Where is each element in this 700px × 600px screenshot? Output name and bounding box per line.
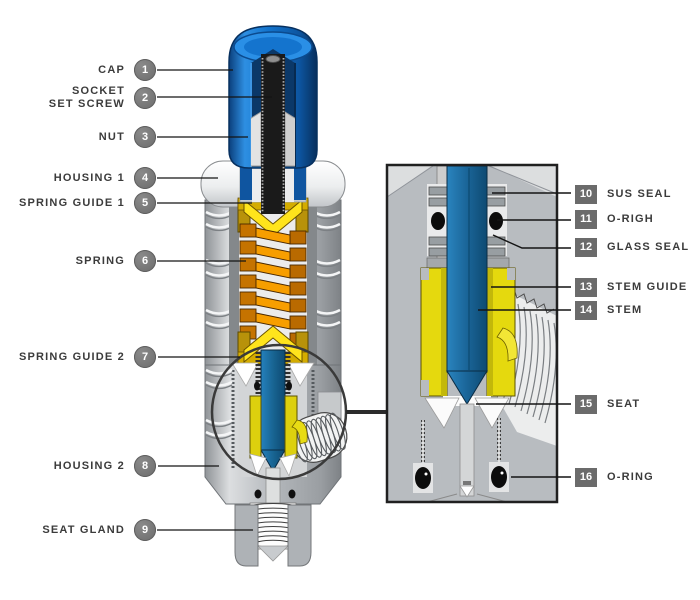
callout-stem: 14 STEM xyxy=(575,300,642,320)
socket-set-screw xyxy=(261,54,285,214)
detail-oring-upper xyxy=(431,212,445,230)
callout-o-ring: 16 O-RING xyxy=(575,467,654,487)
callout-cap-label: CAP xyxy=(98,63,125,76)
callout-number-badge-16: 16 xyxy=(575,467,597,487)
callout-o-ring-label: O-RING xyxy=(607,471,654,483)
callout-seat-gland: SEAT GLAND 9 xyxy=(42,519,156,541)
detail-view xyxy=(385,163,559,504)
leader-lines xyxy=(157,69,571,531)
callout-number-circle-2: 2 xyxy=(134,87,156,109)
callout-nut: NUT 3 xyxy=(99,126,156,148)
callout-o-righ-label: O-RIGH xyxy=(607,213,654,225)
callout-o-righ: 11 O-RIGH xyxy=(575,209,654,229)
callout-number-badge-14: 14 xyxy=(575,300,597,320)
callout-housing-2-label: HOUSING 2 xyxy=(53,459,125,472)
stem-assembly xyxy=(249,349,308,505)
callout-glass-seal: 12 GLASS SEAL xyxy=(575,237,689,257)
seat-gland xyxy=(234,502,312,567)
callout-number-badge-13: 13 xyxy=(575,277,597,297)
callout-spring-guide-2: SPRING GUIDE 2 7 xyxy=(19,346,156,368)
detail-stem xyxy=(446,165,488,405)
callout-stem-guide-label: STEM GUIDE xyxy=(607,281,688,293)
callout-number-badge-10: 10 xyxy=(575,184,597,204)
callout-glass-seal-label: GLASS SEAL xyxy=(607,241,690,253)
callout-cap: CAP 1 xyxy=(98,59,156,81)
callout-number-circle-7: 7 xyxy=(134,346,156,368)
callout-seat-label: SEAT xyxy=(607,398,641,410)
detail-lower xyxy=(413,403,509,503)
callout-spring-guide-1: SPRING GUIDE 1 5 xyxy=(19,192,156,214)
callout-number-badge-15: 15 xyxy=(575,394,597,414)
callout-seat: 15 SEAT xyxy=(575,394,640,414)
callout-housing-1: HOUSING 1 4 xyxy=(54,167,156,189)
callout-sus-seal-label: SUS SEAL xyxy=(607,188,672,200)
callout-spring-label: SPRING xyxy=(75,254,125,267)
callout-socket-set-screw: SOCKET SET SCREW 2 xyxy=(49,85,156,111)
callout-nut-label: NUT xyxy=(98,130,125,143)
spring xyxy=(239,223,307,347)
callout-seat-gland-label: SEAT GLAND xyxy=(42,523,125,536)
callout-socket-set-screw-label: SOCKET SET SCREW xyxy=(48,85,125,110)
detail-view-border xyxy=(385,163,559,504)
callout-number-badge-11: 11 xyxy=(575,209,597,229)
callout-housing-1-label: HOUSING 1 xyxy=(53,171,125,184)
callout-number-circle-1: 1 xyxy=(134,59,156,81)
callout-number-circle-5: 5 xyxy=(134,192,156,214)
callout-sus-seal: 10 SUS SEAL xyxy=(575,184,672,204)
callout-stem-label: STEM xyxy=(607,304,643,316)
callout-number-circle-6: 6 xyxy=(134,250,156,272)
cap xyxy=(228,25,318,214)
callout-number-circle-8: 8 xyxy=(134,455,156,477)
callout-number-circle-9: 9 xyxy=(134,519,156,541)
callout-number-circle-4: 4 xyxy=(134,167,156,189)
callout-number-circle-3: 3 xyxy=(134,126,156,148)
callout-spring: SPRING 6 xyxy=(76,250,156,272)
callout-housing-2: HOUSING 2 8 xyxy=(54,455,156,477)
nut xyxy=(251,111,295,167)
detail-oring-lower xyxy=(415,467,431,489)
callout-spring-guide-1-label: SPRING GUIDE 1 xyxy=(18,196,125,209)
callout-stem-guide: 13 STEM GUIDE xyxy=(575,277,687,297)
callout-spring-guide-2-label: SPRING GUIDE 2 xyxy=(18,350,125,363)
detail-stem-guide xyxy=(420,267,518,397)
callout-number-badge-12: 12 xyxy=(575,237,597,257)
